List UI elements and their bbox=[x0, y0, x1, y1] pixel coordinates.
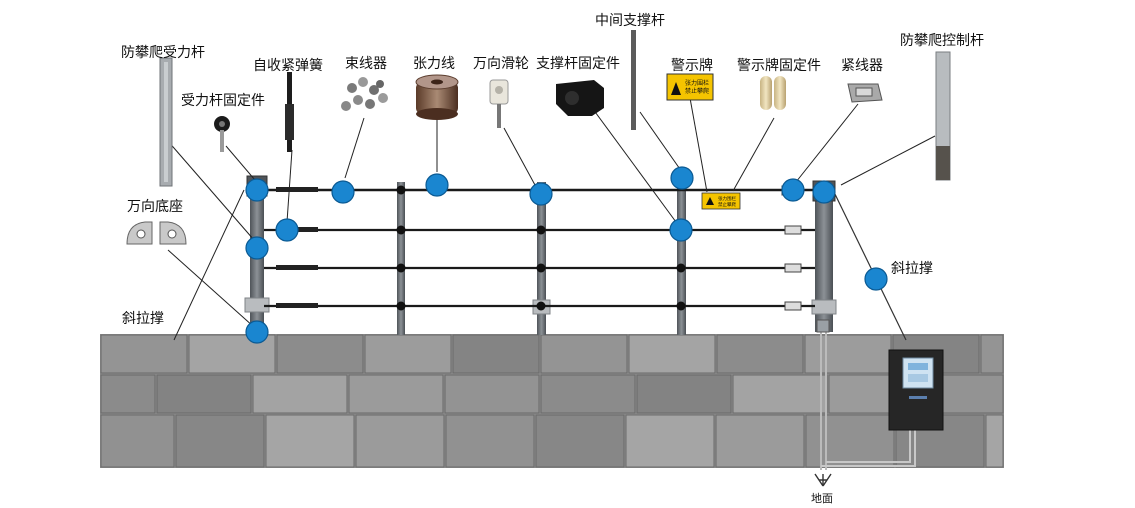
blue-marker bbox=[670, 166, 694, 190]
wall-brick bbox=[980, 334, 1004, 374]
blue-marker bbox=[669, 218, 693, 242]
wall-brick bbox=[732, 374, 828, 414]
spring-icon bbox=[285, 72, 294, 152]
installed-sign-line1: 张力围栏 bbox=[718, 195, 736, 202]
middle-support-post-installed bbox=[677, 170, 686, 335]
tightener-set bbox=[781, 185, 802, 311]
support-post-fixture-icon bbox=[556, 80, 604, 116]
blue-marker bbox=[425, 173, 449, 197]
control-post-main bbox=[811, 180, 837, 333]
label-diagonal-brace-left: 斜拉撑 bbox=[122, 311, 164, 327]
blue-marker bbox=[331, 180, 355, 204]
blue-marker bbox=[245, 320, 269, 344]
wall-brick bbox=[636, 374, 732, 414]
ground-symbol-icon bbox=[814, 473, 832, 487]
force-post-fixture-icon bbox=[214, 116, 230, 152]
support-post-1 bbox=[397, 182, 405, 335]
callout-lines bbox=[166, 97, 936, 341]
wall-brick bbox=[535, 414, 625, 468]
label-warning-sign-fixture: 警示牌固定件 bbox=[737, 58, 821, 74]
blue-marker bbox=[245, 236, 269, 260]
tension-wire-spool-icon bbox=[415, 74, 459, 120]
wall-brick bbox=[265, 414, 355, 468]
diagonal-brace-right-line bbox=[832, 189, 907, 341]
wall-brick bbox=[355, 414, 445, 468]
universal-pulley-icon bbox=[489, 79, 509, 128]
wall-brick bbox=[452, 334, 540, 374]
wall-brick bbox=[715, 414, 805, 468]
wall-brick bbox=[175, 414, 265, 468]
label-wire-binder: 束线器 bbox=[345, 56, 387, 72]
marker-group bbox=[245, 166, 888, 344]
wall-brick bbox=[276, 334, 364, 374]
wall-brick bbox=[716, 334, 804, 374]
wall-brick bbox=[100, 334, 188, 374]
middle-support-post-icon bbox=[631, 30, 636, 130]
sign-icon-line1: 张力围栏 bbox=[685, 79, 709, 87]
wall-brick bbox=[985, 414, 1004, 468]
label-force-post-fixture: 受力杆固定件 bbox=[181, 93, 265, 109]
wall-brick bbox=[252, 374, 348, 414]
label-tension-wire: 张力线 bbox=[413, 56, 455, 72]
blue-marker bbox=[864, 267, 888, 291]
wall-brick bbox=[348, 374, 444, 414]
universal-base-icon bbox=[126, 221, 187, 245]
wall-brick bbox=[100, 414, 175, 468]
label-universal-base: 万向底座 bbox=[127, 199, 183, 215]
wall-brick bbox=[100, 374, 156, 414]
wall-brick bbox=[540, 334, 628, 374]
wall-brick bbox=[444, 374, 540, 414]
blue-marker bbox=[529, 182, 553, 206]
force-post-icon bbox=[159, 57, 173, 187]
blue-marker bbox=[245, 178, 269, 202]
label-warning-sign: 警示牌 bbox=[671, 58, 713, 74]
label-force-post: 防攀爬受力杆 bbox=[121, 45, 205, 61]
wall-brick bbox=[445, 414, 535, 468]
sign-icon-line2: 禁止攀爬 bbox=[685, 87, 709, 95]
blue-marker bbox=[781, 178, 805, 202]
label-ground: 地面 bbox=[811, 492, 833, 505]
installed-sign-line2: 禁止攀爬 bbox=[718, 201, 736, 208]
controller-box bbox=[888, 349, 944, 431]
blue-marker bbox=[275, 218, 299, 242]
label-control-post: 防攀爬控制杆 bbox=[900, 33, 984, 49]
wire-tightener-icon bbox=[847, 83, 883, 103]
wall-brick bbox=[804, 334, 892, 374]
wall-brick bbox=[805, 414, 895, 468]
label-support-post-fixture: 支撑杆固定件 bbox=[536, 56, 620, 72]
ground-wire bbox=[820, 330, 916, 470]
wall-brick bbox=[156, 374, 252, 414]
wall-brick bbox=[364, 334, 452, 374]
blue-marker bbox=[812, 180, 836, 204]
stone-wall bbox=[100, 334, 1004, 468]
wall-brick bbox=[628, 334, 716, 374]
spring-set bbox=[276, 187, 318, 308]
wire-binder-icon bbox=[341, 77, 388, 111]
wall-brick bbox=[625, 414, 715, 468]
label-middle-support-post: 中间支撑杆 bbox=[595, 13, 665, 29]
warning-sign-fixture-icon bbox=[760, 76, 786, 110]
label-universal-pulley: 万向滑轮 bbox=[473, 56, 529, 72]
warning-sign-icon: 张力围栏 禁止攀爬 bbox=[666, 73, 714, 101]
label-wire-tightener: 紧线器 bbox=[841, 58, 883, 74]
wall-brick bbox=[540, 374, 636, 414]
label-diagonal-brace-right: 斜拉撑 bbox=[891, 261, 933, 277]
installed-warning-signs: 张力围栏 禁止攀爬 bbox=[701, 192, 741, 210]
label-self-tension-spring: 自收紧弹簧 bbox=[253, 58, 323, 74]
control-post-icon bbox=[935, 51, 951, 181]
